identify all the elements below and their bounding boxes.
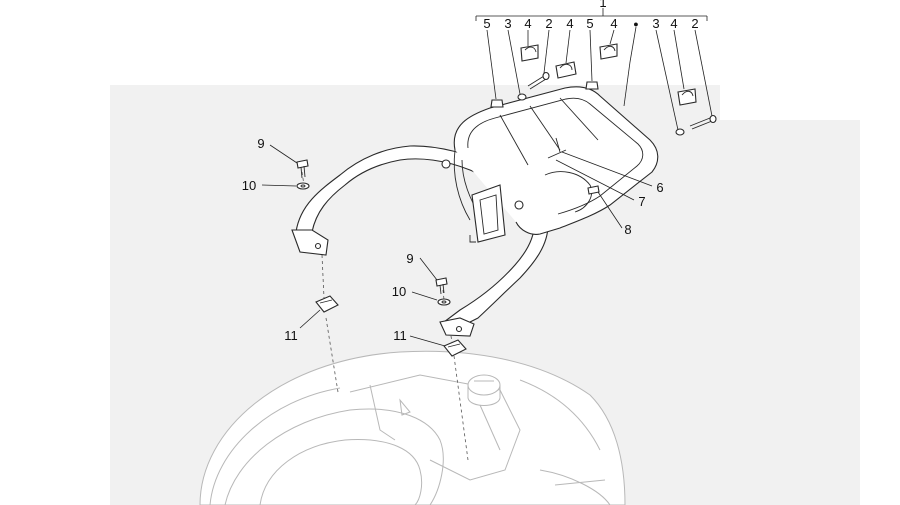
callout-6: 6 [656, 180, 663, 195]
rear-rack-frame [291, 86, 659, 337]
callout-8: 8 [624, 222, 631, 237]
callout-1: 1 [599, 0, 606, 10]
callout-10-left: 10 [242, 178, 256, 193]
callout-9-left: 9 [257, 136, 264, 151]
callout-bracket-1 [475, 8, 708, 21]
callout-3-left: 3 [504, 16, 511, 31]
scooter-rear-body [199, 350, 626, 505]
callout-10-right: 10 [392, 284, 406, 299]
fuel-cap [467, 374, 501, 396]
callout-9-right: 9 [406, 251, 413, 266]
right-hardware [435, 277, 467, 357]
callout-4-b: 4 [566, 16, 573, 31]
callout-2-right: 2 [691, 16, 698, 31]
callout-11-left: 11 [284, 328, 298, 343]
callout-7: 7 [638, 194, 645, 209]
leader-lines [261, 26, 713, 347]
top-hardware [490, 43, 717, 195]
callout-dot: ● [633, 19, 638, 29]
callout-5-right: 5 [586, 16, 593, 31]
callout-4-c: 4 [610, 16, 617, 31]
callout-2-left: 2 [545, 16, 552, 31]
callout-11-right: 11 [393, 328, 407, 343]
callout-5-left: 5 [483, 16, 490, 31]
callout-3-right: 3 [652, 16, 659, 31]
left-hardware [296, 159, 339, 313]
callout-4-a: 4 [524, 16, 531, 31]
callout-4-d: 4 [670, 16, 677, 31]
